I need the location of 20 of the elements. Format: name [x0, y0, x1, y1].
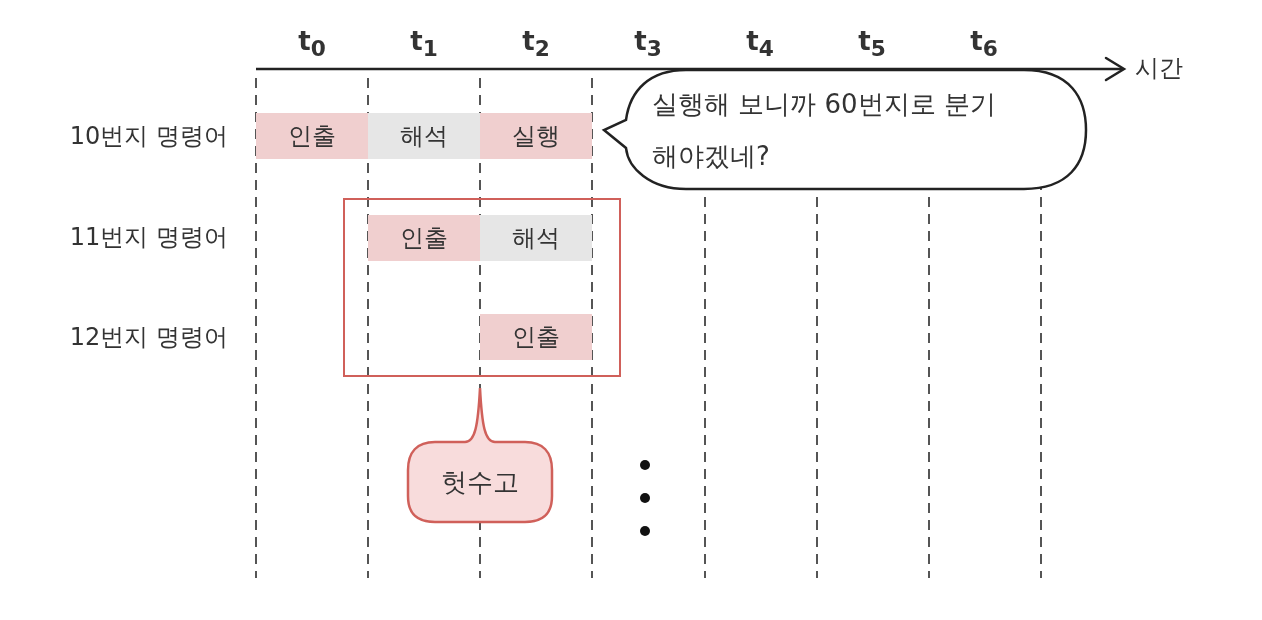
speech-bubble: 실행해 보니까 60번지로 분기해야겠네?	[600, 68, 1088, 192]
stage-box: 실행	[480, 113, 592, 159]
time-label: t$_{2}$	[521, 26, 551, 62]
stage-box: 인출	[368, 215, 480, 261]
time-label: t$_{5}$	[857, 26, 887, 62]
row-label: 10번지 명령어	[69, 121, 228, 152]
callout-bubble: 헛수고	[405, 386, 555, 525]
row-label: 11번지 명령어	[69, 222, 228, 253]
time-label: t$_{4}$	[745, 26, 775, 62]
highlight-frame	[343, 198, 621, 377]
time-label: t$_{3}$	[633, 26, 663, 62]
row-label: 12번지 명령어	[69, 322, 228, 353]
axis-label: 시간	[1135, 53, 1183, 84]
stage-box: 해석	[368, 113, 480, 159]
stage-box: 인출	[256, 113, 368, 159]
time-label: t$_{0}$	[297, 26, 327, 62]
time-label: t$_{6}$	[969, 26, 999, 62]
stage-box: 인출	[480, 314, 592, 360]
time-label: t$_{1}$	[409, 26, 439, 62]
stage-box: 해석	[480, 215, 592, 261]
